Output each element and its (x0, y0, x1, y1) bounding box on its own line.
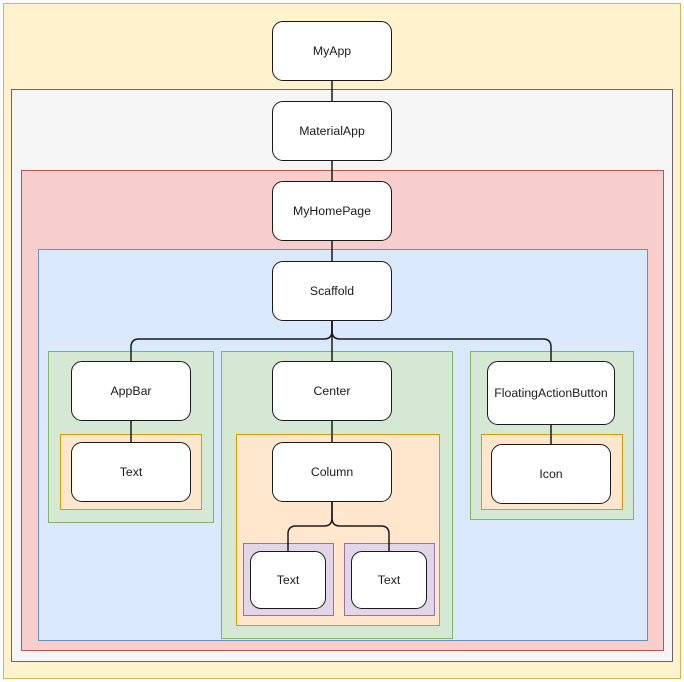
n-appbar[interactable]: AppBar (71, 361, 191, 421)
n-center[interactable]: Center (272, 361, 392, 421)
n-scaffold-label: Scaffold (309, 283, 355, 298)
n-text-right-label: Text (377, 572, 401, 587)
e-column-textleft (287, 501, 333, 552)
e-scaffold-fab (331, 320, 552, 362)
n-column[interactable]: Column (272, 442, 392, 502)
n-fab-icon[interactable]: Icon (491, 444, 611, 504)
n-materialapp-label: MaterialApp (299, 123, 365, 138)
n-appbar-text[interactable]: Text (71, 442, 191, 502)
n-text-left[interactable]: Text (250, 551, 326, 609)
n-appbar-text-label: Text (119, 464, 143, 479)
n-fab-label: FloatingActionButton (494, 385, 608, 400)
e-column-textright (331, 501, 390, 552)
n-text-left-label: Text (276, 572, 300, 587)
n-column-label: Column (310, 464, 354, 479)
n-scaffold[interactable]: Scaffold (272, 261, 392, 321)
n-appbar-label: AppBar (110, 383, 152, 398)
n-myhomepage-label: MyHomePage (293, 203, 371, 218)
n-text-right[interactable]: Text (351, 551, 427, 609)
n-myapp[interactable]: MyApp (272, 21, 392, 81)
n-fab[interactable]: FloatingActionButton (487, 361, 615, 425)
n-materialapp[interactable]: MaterialApp (272, 101, 392, 161)
n-myhomepage[interactable]: MyHomePage (272, 181, 392, 241)
n-center-label: Center (313, 383, 351, 398)
e-scaffold-appbar (130, 320, 333, 362)
n-fab-icon-label: Icon (539, 466, 563, 481)
n-myapp-label: MyApp (312, 43, 352, 58)
